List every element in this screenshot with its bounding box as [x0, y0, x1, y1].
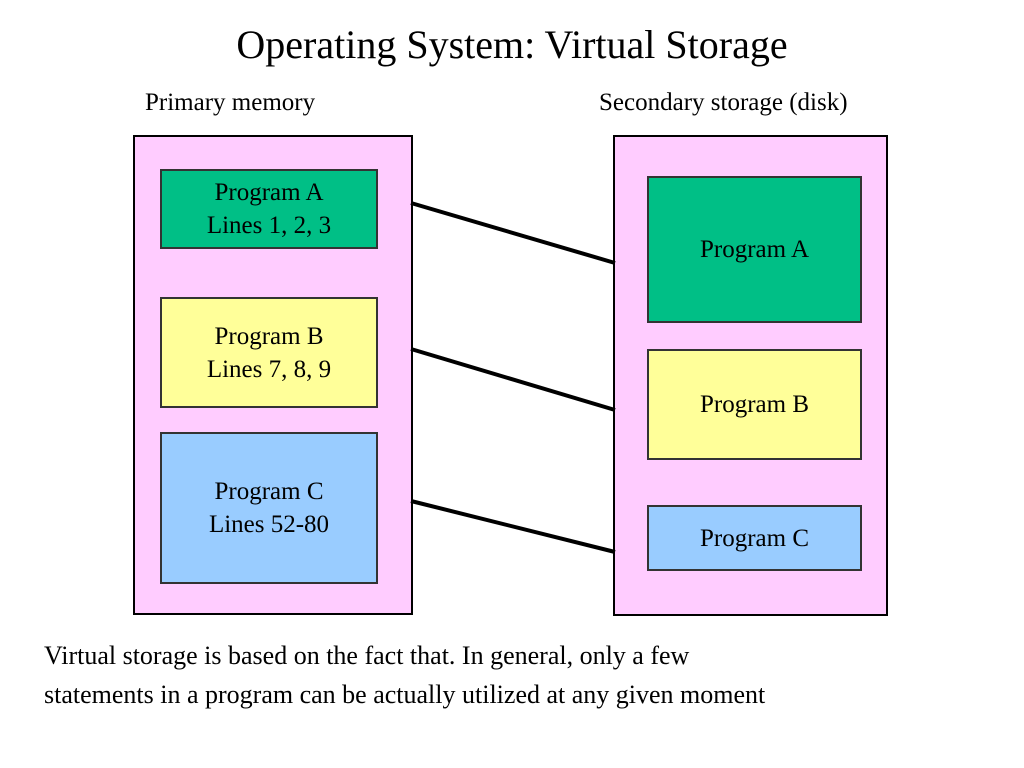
primary-program-c-detail: Lines 52-80	[208, 511, 330, 538]
primary-program-b-box[interactable]: Program B Lines 7, 8, 9	[160, 297, 378, 408]
primary-program-c-title: Program C	[214, 478, 324, 505]
primary-program-b-title: Program B	[214, 322, 324, 350]
secondary-program-b-box[interactable]: Program B	[647, 349, 862, 460]
primary-memory-heading: Primary memory	[145, 89, 316, 116]
caption-line-1: Virtual storage is based on the fact tha…	[44, 641, 690, 670]
secondary-program-a-box[interactable]: Program A	[647, 176, 862, 323]
page-title: Operating System: Virtual Storage	[236, 22, 788, 67]
primary-program-b-detail: Lines 7, 8, 9	[206, 355, 332, 383]
secondary-program-c-title: Program C	[699, 524, 810, 552]
secondary-program-a-title: Program A	[699, 236, 810, 263]
primary-program-a-detail: Lines 1, 2, 3	[206, 212, 332, 239]
connector-program-a	[410, 201, 616, 265]
primary-program-a-box[interactable]: Program A Lines 1, 2, 3	[160, 169, 378, 249]
caption-line-2: statements in a program can be actually …	[44, 680, 766, 709]
caption-text: Virtual storage is based on the fact tha…	[44, 636, 1004, 714]
secondary-storage-heading: Secondary storage (disk)	[599, 89, 848, 116]
secondary-program-c-box[interactable]: Program C	[647, 505, 862, 571]
primary-program-c-box[interactable]: Program C Lines 52-80	[160, 432, 378, 584]
secondary-program-b-title: Program B	[699, 391, 810, 418]
connector-program-b	[410, 347, 616, 412]
primary-program-a-title: Program A	[214, 179, 324, 206]
connector-program-c	[410, 499, 616, 554]
